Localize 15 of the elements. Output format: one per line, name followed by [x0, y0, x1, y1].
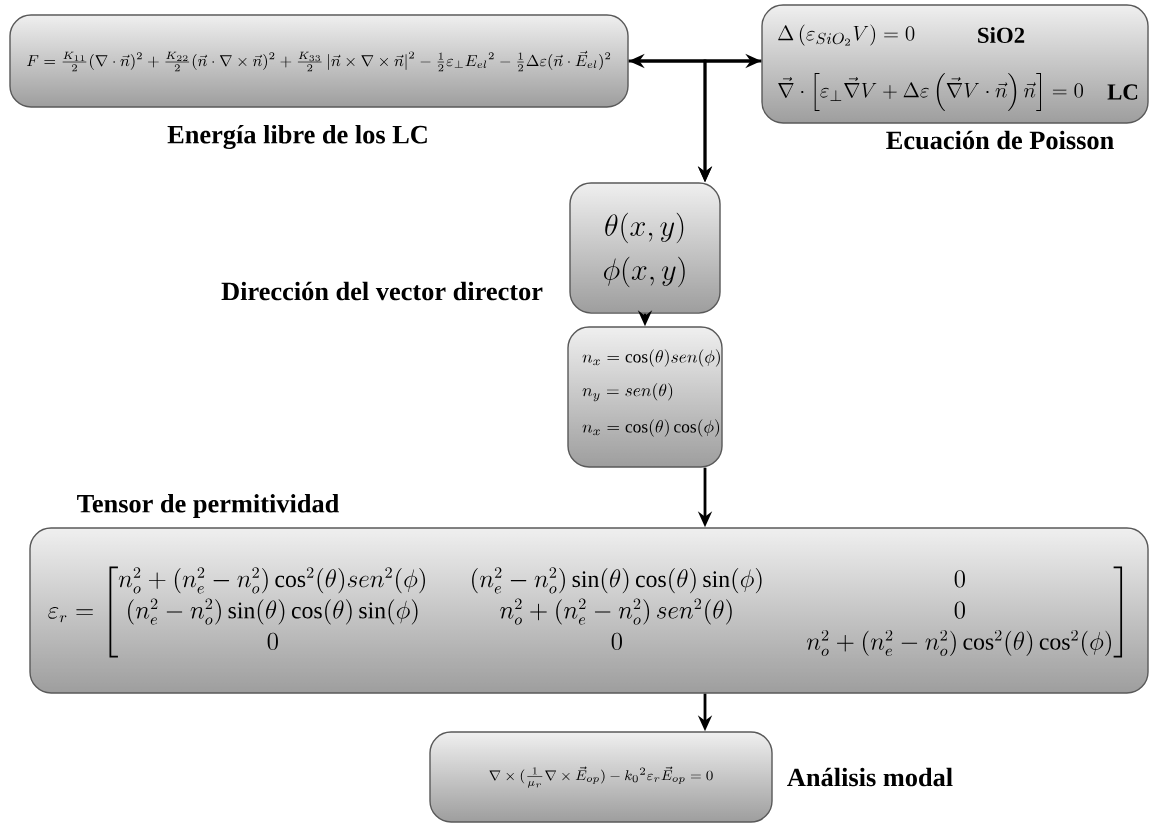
node-label: $\Delta\left(\varepsilon_{SiO_2}V\right)=0$: [778, 24, 915, 46]
equation-box: $\Delta\left(\varepsilon_{SiO_2}V\right)=0$ SiO2 $\vec{\nabla}\cdot\left[\varepsilon_{\perp}\vec{\nabla}V+\Delta\varepsilon\left(\vec{\nabla}V\cdot\vec{n}\right)\vec{n}\right]=0$ LC: [761, 4, 1149, 124]
heading-label: Dirección del vector director: [221, 281, 543, 301]
equation-box: $\theta(x,y)$ $\phi(x,y)$: [569, 182, 721, 314]
equation-box: $\nabla\times(\frac{1}{\mu_r}\nabla\times\vec{E}_{op})-{k_0}^2\varepsilon_r\vec{E}_{op}=0$: [429, 731, 773, 823]
node-label: LC: [1107, 84, 1138, 100]
heading-label: Ecuación de Poisson: [886, 130, 1114, 150]
heading-label: Tensor de permitividad: [77, 494, 340, 518]
node-label: $\vec{\nabla}\cdot\left[\varepsilon_{\perp}\vec{\nabla}V+\Delta\varepsilon\left(\vec{\nabla}V\cdot\vec{n}\right)\vec{n}\right]=0$: [778, 73, 1084, 111]
equation-box: $F=\frac{K_{11}}{2}(\nabla\cdot\vec{n})^2+\frac{K_{22}}{2}(\vec{n}\cdot\nabla\times\vec{n})^2+\frac{K_{33}}{2}\left|\vec{n}\times\nabla\times\vec{n}\right|^2-\frac{1}{2}\varepsilon_{\perp}{E_{el}}^2-\frac{1}{2}\Delta\varepsilon(\vec{n}\cdot\vec{E}_{el})^2$: [9, 14, 629, 108]
equation-box: $n_x=\cos(\theta)sen(\phi)$ $n_y=sen(\theta)$ $n_x=\cos(\theta)\cos(\phi)$: [567, 326, 723, 468]
heading-label: Energía libre de los LC: [167, 124, 427, 150]
equation-box: $\varepsilon_r=\left[\begin{matrix}n_o^2+\left(n_e^2-n_o^2\right)\cos^2(\theta)sen^2(\phi) & \left(n_e^2-n_o^2\right)\sin(\theta)\cos(\theta)\sin(\phi) & 0\\ \left(n_e^2-n_o^2\right)\sin(\theta)\cos(\theta)\sin(\phi) & n_o^2+\left(n_e^2-n_o^2\right)sen^2(\theta) & 0\\ 0 & 0 & n_o^2+\left(n_e^2-n_o^2\right)\cos^2(\theta)\cos^2(\phi)\end{matrix}\right]$: [29, 527, 1149, 694]
heading-label: Análisis modal: [787, 767, 953, 787]
node-label: SiO2: [978, 26, 1025, 44]
